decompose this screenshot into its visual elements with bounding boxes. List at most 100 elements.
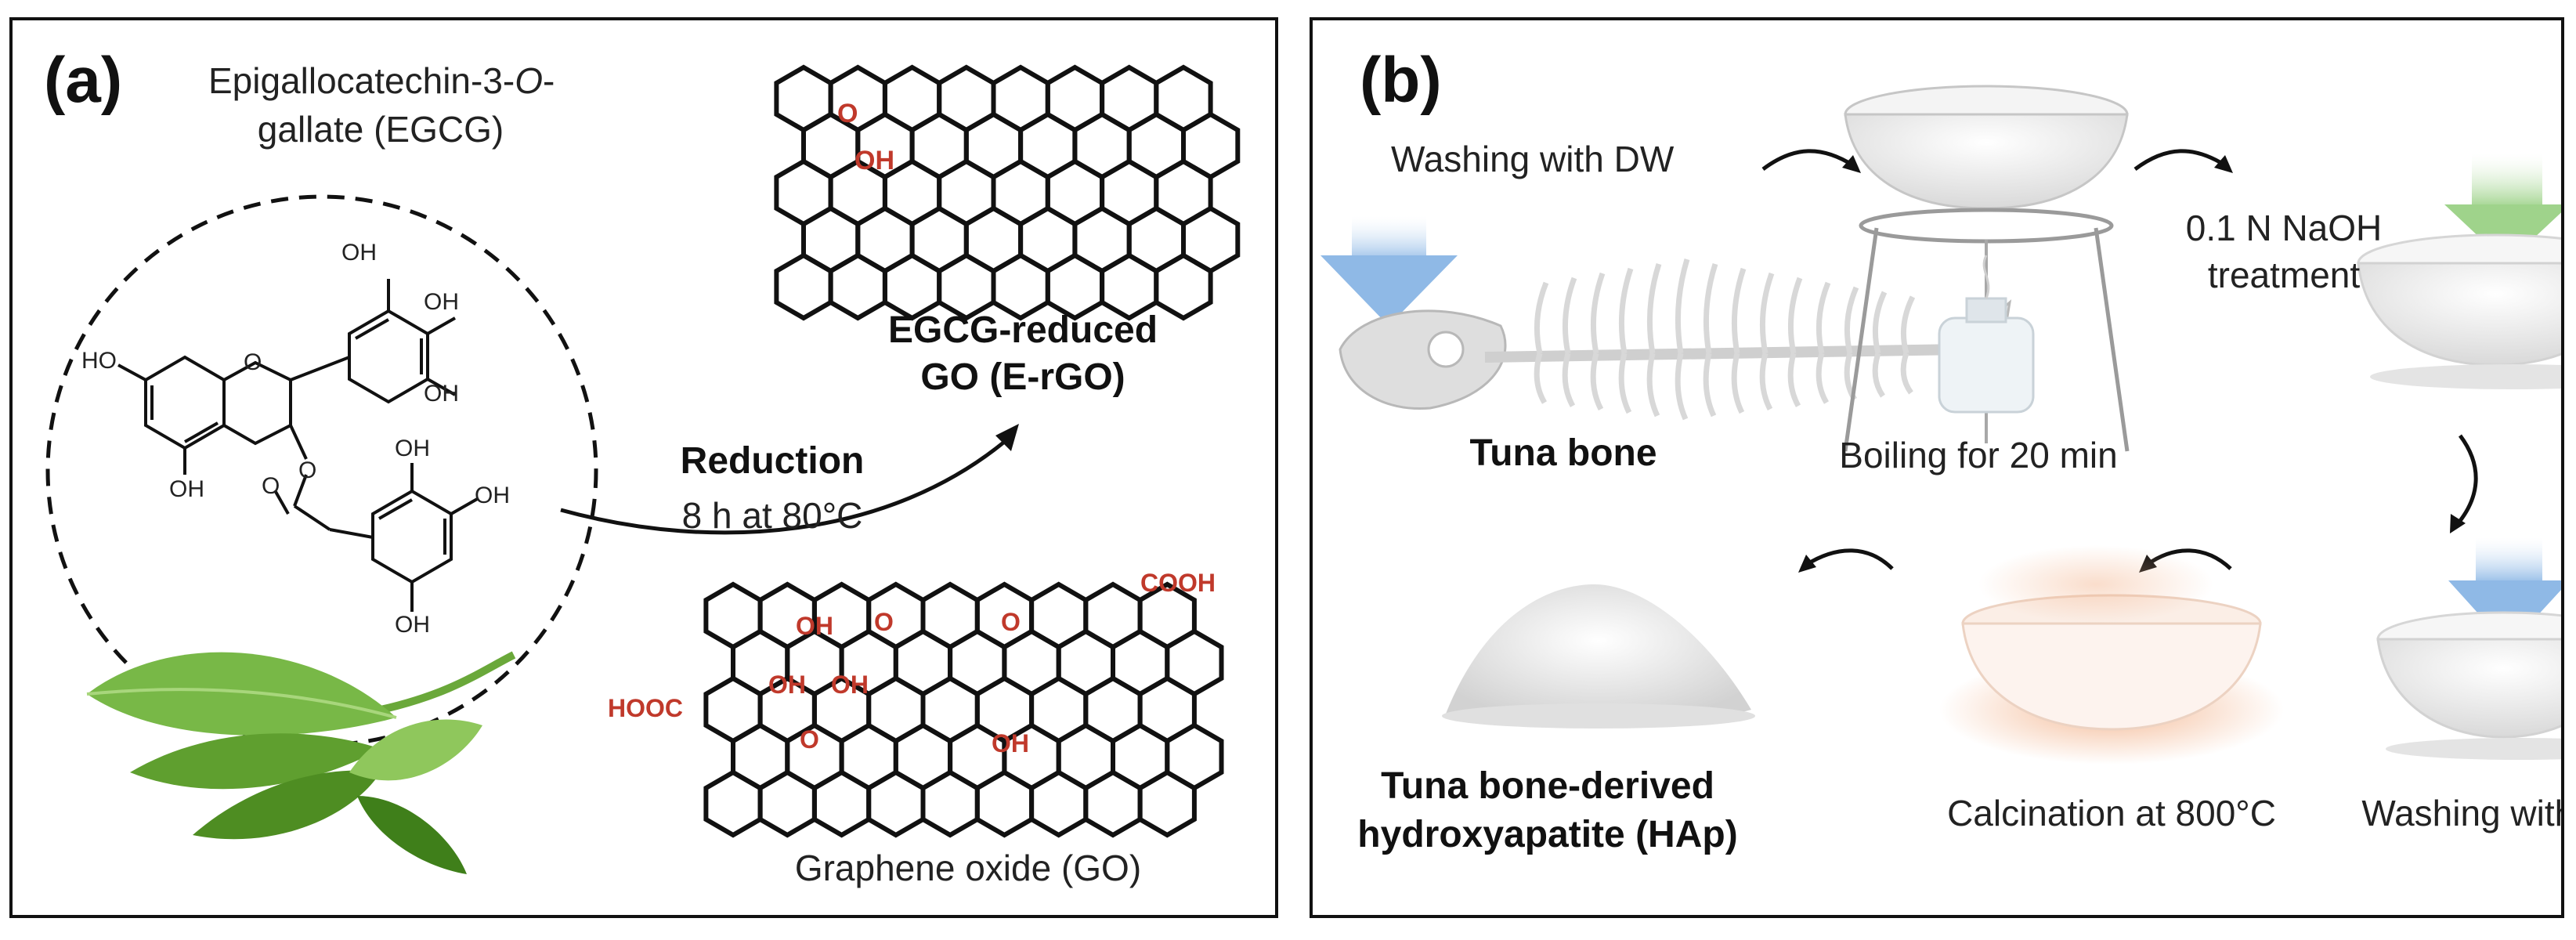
tea-leaves — [86, 651, 516, 874]
calcination-bowl — [1939, 545, 2284, 765]
go-lattice — [703, 581, 1224, 838]
panel-a: (a) Epigallocatechin-3-O- gallate (EGCG) — [9, 17, 1278, 918]
fish-rib — [1675, 352, 1689, 421]
hexagon-ring — [866, 769, 926, 838]
step-arrow-2 — [2133, 149, 2227, 172]
naoh-bowl — [2357, 154, 2561, 389]
fish-rib — [1759, 272, 1775, 354]
fish-rib — [1844, 286, 1859, 354]
calcination-label: Calcination at 800°C — [1947, 793, 2276, 833]
wash-dw-bottom: Washing with DW — [2361, 793, 2561, 833]
egcg-ring-o: O — [244, 349, 262, 375]
go-o-2: O — [1001, 608, 1021, 636]
egcg-structure — [117, 279, 479, 612]
go-caption: Graphene oxide (GO) — [794, 848, 1142, 888]
fish-rib — [1618, 352, 1632, 414]
step-arrow-3-head — [2450, 514, 2466, 533]
fish-rib — [1534, 352, 1548, 404]
egcg-oh-1: OH — [341, 240, 377, 266]
hexagon-ring — [811, 769, 872, 838]
panel-a-label: (a) — [44, 45, 123, 116]
panel-b-graphics — [1321, 85, 2561, 765]
go-oh-1: OH — [796, 612, 833, 640]
fish-rib — [1703, 262, 1718, 354]
panel-b: (b) — [1310, 17, 2564, 918]
egcg-name-line2: gallate (EGCG) — [257, 109, 504, 150]
egcg-oh-2: OH — [424, 289, 459, 315]
reduction-arrowhead — [995, 424, 1019, 451]
tuna-bone-label: Tuna bone — [1469, 432, 1657, 474]
go-oh-4: OH — [992, 729, 1029, 757]
fish-rib — [1703, 352, 1717, 418]
fish-rib — [1872, 291, 1888, 354]
step-arrow-3 — [2455, 434, 2478, 527]
fish-rib — [1815, 281, 1831, 354]
reduction-arrow — [560, 438, 1009, 535]
go-oh-3: OH — [831, 671, 869, 699]
fish-rib — [1731, 352, 1745, 414]
fish-rib — [1562, 277, 1577, 354]
go-oh-2: OH — [768, 671, 806, 699]
go-hooc-label: HOOC — [608, 694, 683, 722]
step-arrow-1 — [1761, 149, 1855, 172]
ergo-title-line1: EGCG-reduced — [887, 309, 1158, 351]
step-arrow-2-head — [2214, 155, 2233, 173]
hexagon-ring — [920, 769, 980, 838]
ergo-title-line2: GO (E-rGO) — [920, 356, 1125, 398]
fish-rib — [1675, 258, 1690, 354]
hexagon-ring — [974, 769, 1035, 838]
step-arrow-5 — [1805, 548, 1894, 570]
fish-rib — [1618, 267, 1634, 354]
ergo-oh-label: OH — [854, 146, 894, 175]
naoh-line1: 0.1 N NaOH — [2185, 208, 2383, 248]
reduction-label: Reduction — [680, 440, 865, 482]
egcg-name-line1: Epigallocatechin-3-O- — [208, 60, 555, 101]
go-cooh-label: COOH — [1140, 569, 1216, 597]
step-arrow-5-head — [1798, 555, 1816, 573]
egcg-carbonyl-o: O — [262, 473, 280, 499]
egcg-oh-6: OH — [475, 483, 510, 508]
step-arrow-1-head — [1842, 155, 1861, 173]
hexagon-ring — [1029, 769, 1089, 838]
fish-rib — [1590, 352, 1604, 411]
fish-rib — [1759, 352, 1773, 411]
hexagon-ring — [757, 769, 817, 838]
fish-rib — [1646, 352, 1660, 418]
step-wash-dw-top: Washing with DW — [1391, 139, 1675, 179]
egcg-oh-5: OH — [395, 436, 430, 461]
ergo-lattice — [774, 64, 1241, 321]
fish-rib — [1900, 295, 1916, 354]
egcg-oh-4: OH — [169, 476, 204, 502]
panel-b-label: (b) — [1360, 45, 1442, 116]
hexagon-ring — [1083, 769, 1143, 838]
fish-rib — [1562, 352, 1576, 407]
fish-rib — [1590, 272, 1606, 354]
egcg-ester-o: O — [298, 457, 317, 483]
fish-ribs — [1534, 258, 1916, 421]
hexagon-ring — [1137, 769, 1197, 838]
boiling-label: Boiling for 20 min — [1839, 435, 2118, 475]
egcg-ho: HO — [81, 348, 117, 374]
go-o-1: O — [874, 608, 894, 636]
fish-rib — [1787, 277, 1803, 354]
hap-powder — [1442, 584, 1755, 728]
fish-rib — [1872, 352, 1885, 398]
reduction-condition: 8 h at 80°C — [681, 495, 863, 536]
fish-rib — [1787, 352, 1801, 407]
fish-rib — [1900, 352, 1913, 395]
water-arrow-1 — [1321, 216, 1458, 326]
egcg-dashed-circle — [45, 194, 598, 747]
egcg-oh-3: OH — [424, 381, 459, 407]
hap-line1: Tuna bone-derived — [1381, 765, 1714, 807]
fish-rib — [1534, 281, 1549, 354]
go-o-3: O — [800, 725, 819, 754]
ergo-o-label: O — [837, 99, 858, 128]
washing-bowl — [2376, 537, 2561, 760]
boiling-apparatus — [1843, 85, 2130, 452]
fish-rib — [1731, 267, 1747, 354]
hap-line2: hydroxyapatite (HAp) — [1357, 814, 1738, 855]
naoh-line2: treatment — [2207, 255, 2361, 295]
hexagon-ring — [774, 252, 833, 321]
panel-a-graphics — [45, 64, 1241, 874]
hexagon-ring — [1154, 252, 1213, 321]
